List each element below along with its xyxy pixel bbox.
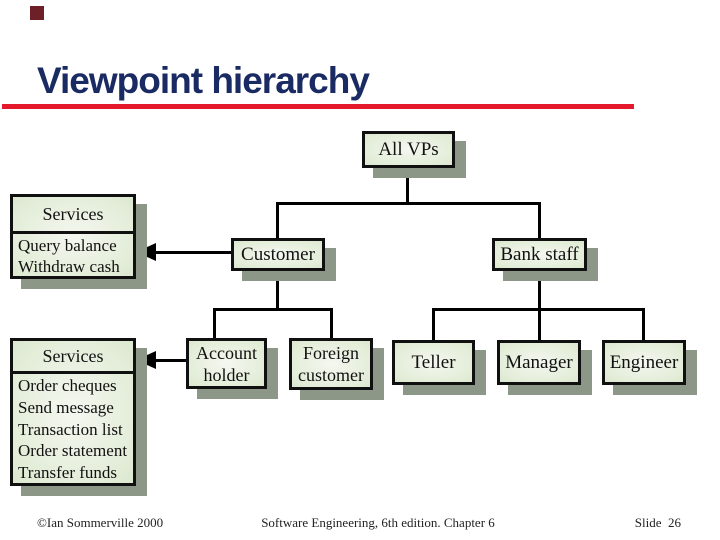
connector-customer-down (276, 269, 279, 310)
service-item: Send message (18, 397, 114, 417)
connector-customer-services-line (152, 251, 231, 254)
footer-book-title: Software Engineering, 6th edition. Chapt… (261, 515, 495, 530)
services-box-header: Services (13, 197, 133, 234)
service-item: Transaction list (18, 419, 123, 439)
corner-marker-icon (30, 6, 44, 20)
node-label: Foreign customer (298, 343, 364, 385)
connector-account-top (213, 308, 216, 340)
node-teller: Teller (392, 340, 475, 385)
connector-manager-top (538, 308, 541, 342)
node-foreign-customer: Foreign customer (289, 338, 373, 390)
services-box-customer: Services Query balance Withdraw cash (10, 194, 136, 279)
service-item: Order cheques (18, 376, 117, 395)
node-engineer: Engineer (602, 340, 686, 385)
node-label: Teller (411, 351, 456, 373)
connector-bankstaff-down (538, 269, 541, 310)
service-item: Query balance (18, 236, 117, 255)
service-item: Order statement (18, 441, 128, 461)
service-item: Withdraw cash (18, 257, 120, 276)
connector-teller-top (432, 308, 435, 342)
left-arrowhead-icon (136, 243, 156, 261)
node-account-holder: Account holder (186, 338, 267, 389)
node-label: Customer (241, 243, 315, 265)
page-title: Viewpoint hierarchy (37, 60, 370, 101)
node-bank-staff: Bank staff (492, 238, 587, 271)
services-box-header: Services (13, 341, 133, 374)
node-label: Account holder (196, 342, 257, 385)
node-manager: Manager (497, 340, 581, 385)
connector-bankstaff-top (538, 202, 541, 240)
connector-foreign-top (330, 308, 333, 340)
node-customer: Customer (231, 238, 325, 271)
service-item: Transfer funds (18, 463, 118, 483)
footer-slide-number: Slide 26 (634, 515, 681, 530)
node-all-vps: All VPs (362, 131, 455, 168)
node-label: Engineer (609, 351, 679, 373)
connector-rail-level1 (276, 202, 540, 205)
connector-engineer-top (642, 308, 645, 342)
connector-customer-top (276, 202, 279, 240)
node-label: All VPs (378, 138, 439, 160)
services-box-body: Query balance Withdraw cash (13, 234, 133, 277)
connector-rail-customer (213, 308, 333, 311)
node-label: Manager (505, 351, 573, 373)
services-box-account-holder: Services Order cheques Send message Tran… (10, 338, 136, 486)
left-arrowhead-icon (136, 351, 156, 369)
footer-copyright: ©Ian Sommerville 2000 (37, 515, 164, 530)
title-underline-rule (2, 104, 634, 109)
node-label: Bank staff (500, 243, 579, 265)
services-box-body: Order cheques Send message Transaction l… (13, 374, 133, 484)
connector-account-services-line (152, 359, 186, 362)
connector-allvps-down (406, 166, 409, 204)
